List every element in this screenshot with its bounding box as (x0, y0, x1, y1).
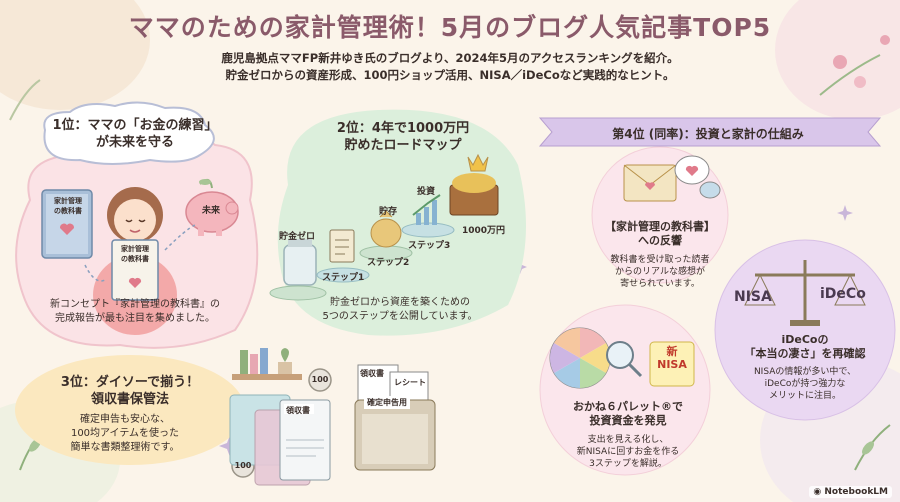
envelope-icon (623, 164, 677, 202)
piggy-bank-icon (185, 178, 239, 236)
flower-icon (819, 35, 890, 96)
rank4c-title-line1: おかね６パレット®で (573, 400, 683, 413)
magnifier-icon (606, 341, 643, 378)
receipt-label: 領収書 (360, 369, 384, 378)
rank4a-description: 教科書を受け取った読者 からのリアルな感想が 寄せられています。 (590, 254, 730, 290)
rank3-title-line2: 領収書保管法 (90, 392, 169, 407)
money-bag-icon (370, 210, 402, 248)
book-label: 家計管理 の教科書 (47, 196, 89, 216)
rank3-title: 3位：ダイソーで揃う！ 領収書保管法 (35, 374, 225, 408)
rank4c-title: おかね６パレット®で 投資資金を発見 (548, 400, 708, 428)
rank1-description: 新コンセプト『家計管理の教科書』の 完成報告が最も注目を集めました。 (20, 298, 250, 326)
scale-label-ideco: iDeCo (820, 286, 866, 302)
rank1-desc-line1: 新コンセプト『家計管理の教科書』の (50, 299, 220, 310)
rank3-desc-line3: 簡単な書類整理術です。 (70, 442, 180, 453)
nisa-badge-line1: 新 (666, 345, 678, 358)
storage-box-icon (354, 399, 436, 471)
label-invest: 投資 (417, 187, 436, 197)
rank2-title-line1: 2位：4年で1000万円 (336, 121, 470, 136)
rank2-panel (269, 109, 526, 336)
rank3-panel (15, 348, 436, 486)
rank2-description: 貯金ゼロから資産を築くための 5つのステップを公開しています。 (290, 296, 510, 324)
nisa-badge-line2: NISA (657, 358, 687, 371)
label-savings: 貯存 (379, 207, 398, 217)
rank3-description: 確定申告も安心な、 100均アイテムを使った 簡単な書類整理術です。 (40, 413, 210, 455)
box-label: 確定申告用 (364, 396, 410, 409)
book-label-line2: の教科書 (54, 207, 82, 215)
book-label-line1: 家計管理 (54, 197, 82, 205)
folder-icon (229, 394, 331, 486)
ideco-title-line1: iDeCoの (781, 333, 829, 346)
jar-icon (283, 239, 317, 286)
money-palette-icon (549, 327, 611, 389)
brand-label: NotebookLM (824, 487, 888, 497)
rank4-panel (538, 117, 896, 476)
rank4a-title-line2: への反響 (638, 234, 682, 247)
notebooklm-icon: ◉ (813, 487, 825, 497)
rank4c-description: 支出を見える化し、 新NISAに回すお金を作る 3ステップを解説。 (550, 434, 706, 470)
rank2-desc-line2: 5つのステップを公開しています。 (322, 311, 478, 322)
page-subtitle-line1: 鹿児島拠点ママFP新井ゆき氏のブログより、2024年5月のアクセスランキングを紹… (221, 51, 679, 65)
rank1-title: 1位：ママの「お金の練習」 が未来を守る (40, 117, 230, 151)
held-book-label-line2: の教科書 (121, 255, 149, 263)
rank4a-desc-line3: 寄せられています。 (620, 279, 700, 289)
rank1-desc-line2: 完成報告が最も注目を集めました。 (55, 313, 215, 324)
rank4a-desc-line1: 教科書を受け取った読者 (610, 255, 710, 265)
treasure-chest-icon (449, 153, 499, 216)
rank3-title-line1: 3位：ダイソーで揃う！ (60, 375, 200, 390)
label-goal: 1000万円 (462, 226, 506, 236)
rank4-banner: 第4位 (同率)：投資と家計の仕組み (612, 127, 804, 141)
ideco-title: iDeCoの 「本当の凄さ」を再確認 (722, 333, 888, 361)
ideco-description: NISAの情報が多い中で、 iDeCoが持つ強力な メリットに注目。 (725, 366, 885, 402)
folder-label: 領収書 (286, 406, 310, 415)
nisa-badge: 新 NISA (650, 345, 694, 371)
rank4c-desc-line1: 支出を見える化し、 (587, 435, 669, 445)
coin-label: 100 (311, 375, 329, 384)
chart-up-icon (412, 194, 441, 225)
rank1-title-line2: が未来を守る (95, 135, 174, 150)
rank1-panel (15, 101, 259, 349)
rank4c-desc-line2: 新NISAに回すお金を作る (576, 447, 680, 457)
held-book-label: 家計管理 の教科書 (113, 244, 157, 264)
ideco-desc-line1: NISAの情報が多い中で、 (753, 367, 857, 377)
ideco-title-line2: 「本当の凄さ」を再確認 (744, 347, 866, 360)
rank4a-desc-line2: からのリアルな感想が (615, 267, 705, 277)
clipboard-icon (329, 229, 355, 263)
rank4a-title-line1: 【家計管理の教科書】 (605, 220, 715, 233)
rank1-title-line1: 1位：ママの「お金の練習」 (52, 118, 218, 133)
rank2-title-line2: 貯めたロードマップ (344, 138, 462, 153)
held-book-label-line1: 家計管理 (121, 245, 149, 253)
step-2-label: ステップ2 (367, 258, 410, 268)
coin-label-2: 100 (234, 461, 252, 470)
rank3-desc-line2: 100均アイテムを使った (70, 428, 180, 439)
shelf-icon (232, 348, 302, 380)
rank4c-desc-line3: 3ステップを解説。 (589, 459, 667, 469)
page-subtitle-line2: 貯金ゼロからの資産形成、100円ショップ活用、NISA／iDeCoなど実践的なヒ… (225, 68, 675, 82)
mother-illustration (93, 187, 177, 335)
rank4a-title: 【家計管理の教科書】 への反響 (580, 220, 740, 248)
notebooklm-logo: ◉ NotebookLM (809, 486, 892, 498)
receipt-label-2: レシート (394, 378, 426, 387)
step-1-label: ステップ1 (322, 273, 365, 283)
step-3-label: ステップ3 (408, 241, 451, 251)
piggy-label: 未来 (202, 206, 221, 216)
rank2-desc-line1: 貯金ゼロから資産を築くための (330, 297, 470, 308)
scale-icon (744, 260, 866, 326)
rank3-desc-line1: 確定申告も安心な、 (80, 414, 170, 425)
ideco-desc-line3: メリットに注目。 (768, 391, 841, 401)
rank2-title: 2位：4年で1000万円 貯めたロードマップ (300, 120, 506, 154)
label-zero-savings: 貯金ゼロ (279, 232, 316, 242)
heart-bubble-icon (674, 155, 721, 199)
book-icon (41, 189, 93, 259)
page-title: ママのための家計管理術！5月のブログ人気記事TOP5 (128, 13, 772, 42)
rank4c-title-line2: 投資資金を発見 (589, 414, 667, 427)
nisa-badge-icon (649, 341, 695, 387)
scale-label-nisa: NISA (734, 289, 772, 305)
ideco-desc-line2: iDeCoが持つ強力な (764, 379, 846, 389)
